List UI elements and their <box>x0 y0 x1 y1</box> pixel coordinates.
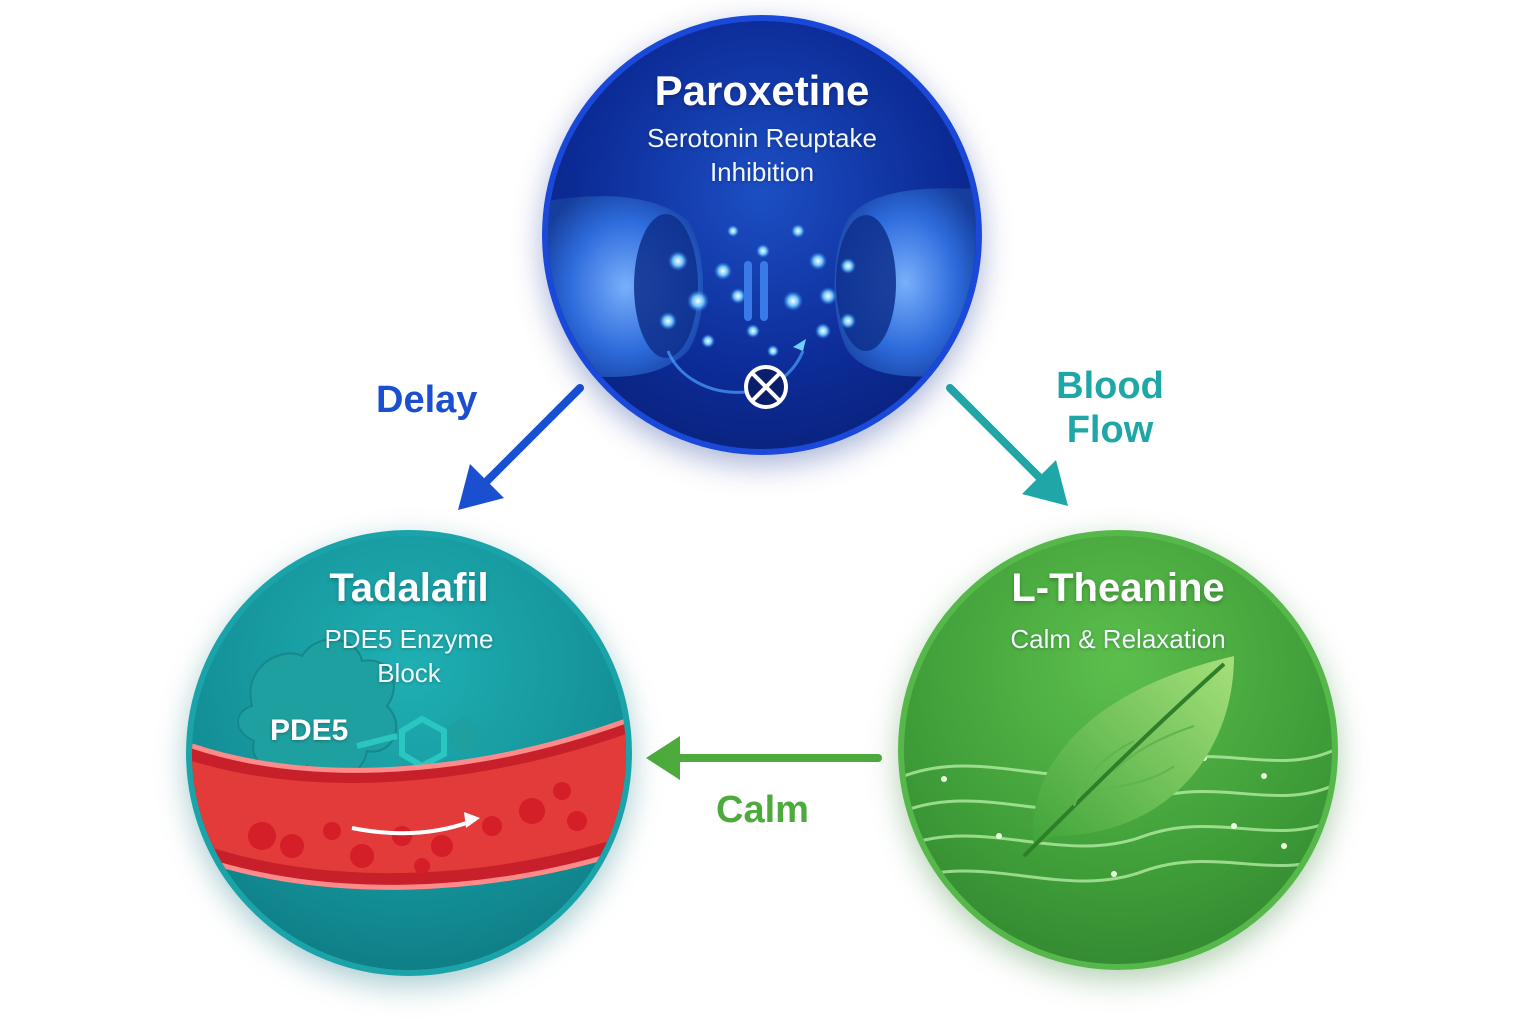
tadalafil-title: Tadalafil <box>329 566 489 610</box>
edge-label-calm: Calm <box>716 789 809 831</box>
tadalafil-subtitle-line2: Block <box>377 658 441 688</box>
arrow-calm <box>646 736 882 780</box>
paroxetine-subtitle-line2: Inhibition <box>709 157 815 187</box>
pde5-enzyme-label: PDE5 <box>270 714 349 747</box>
tadalafil-node: Tadalafil PDE5 Enzyme Block PDE5 <box>186 530 632 976</box>
edge-label-blood-flow: Blood Flow <box>1030 364 1190 452</box>
paroxetine-node: Paroxetine Serotonin Reuptake Inhibition <box>542 15 982 455</box>
synapse-icon <box>548 188 976 409</box>
edge-label-blood-flow-line2: Flow <box>1066 409 1154 451</box>
tadalafil-subtitle-line1: PDE5 Enzyme <box>324 624 494 654</box>
ltheanine-title: L-Theanine <box>1011 566 1225 610</box>
blood-vessel-icon <box>192 638 626 890</box>
ltheanine-node: L-Theanine Calm & Relaxation <box>898 530 1338 970</box>
paroxetine-subtitle-line1: Serotonin Reuptake <box>647 123 877 153</box>
leaf-icon <box>904 656 1332 883</box>
edge-label-delay: Delay <box>376 379 478 421</box>
paroxetine-title: Paroxetine <box>654 67 870 114</box>
ltheanine-subtitle-line1: Calm & Relaxation <box>1010 624 1226 654</box>
edge-label-blood-flow-line1: Blood <box>1056 365 1164 407</box>
